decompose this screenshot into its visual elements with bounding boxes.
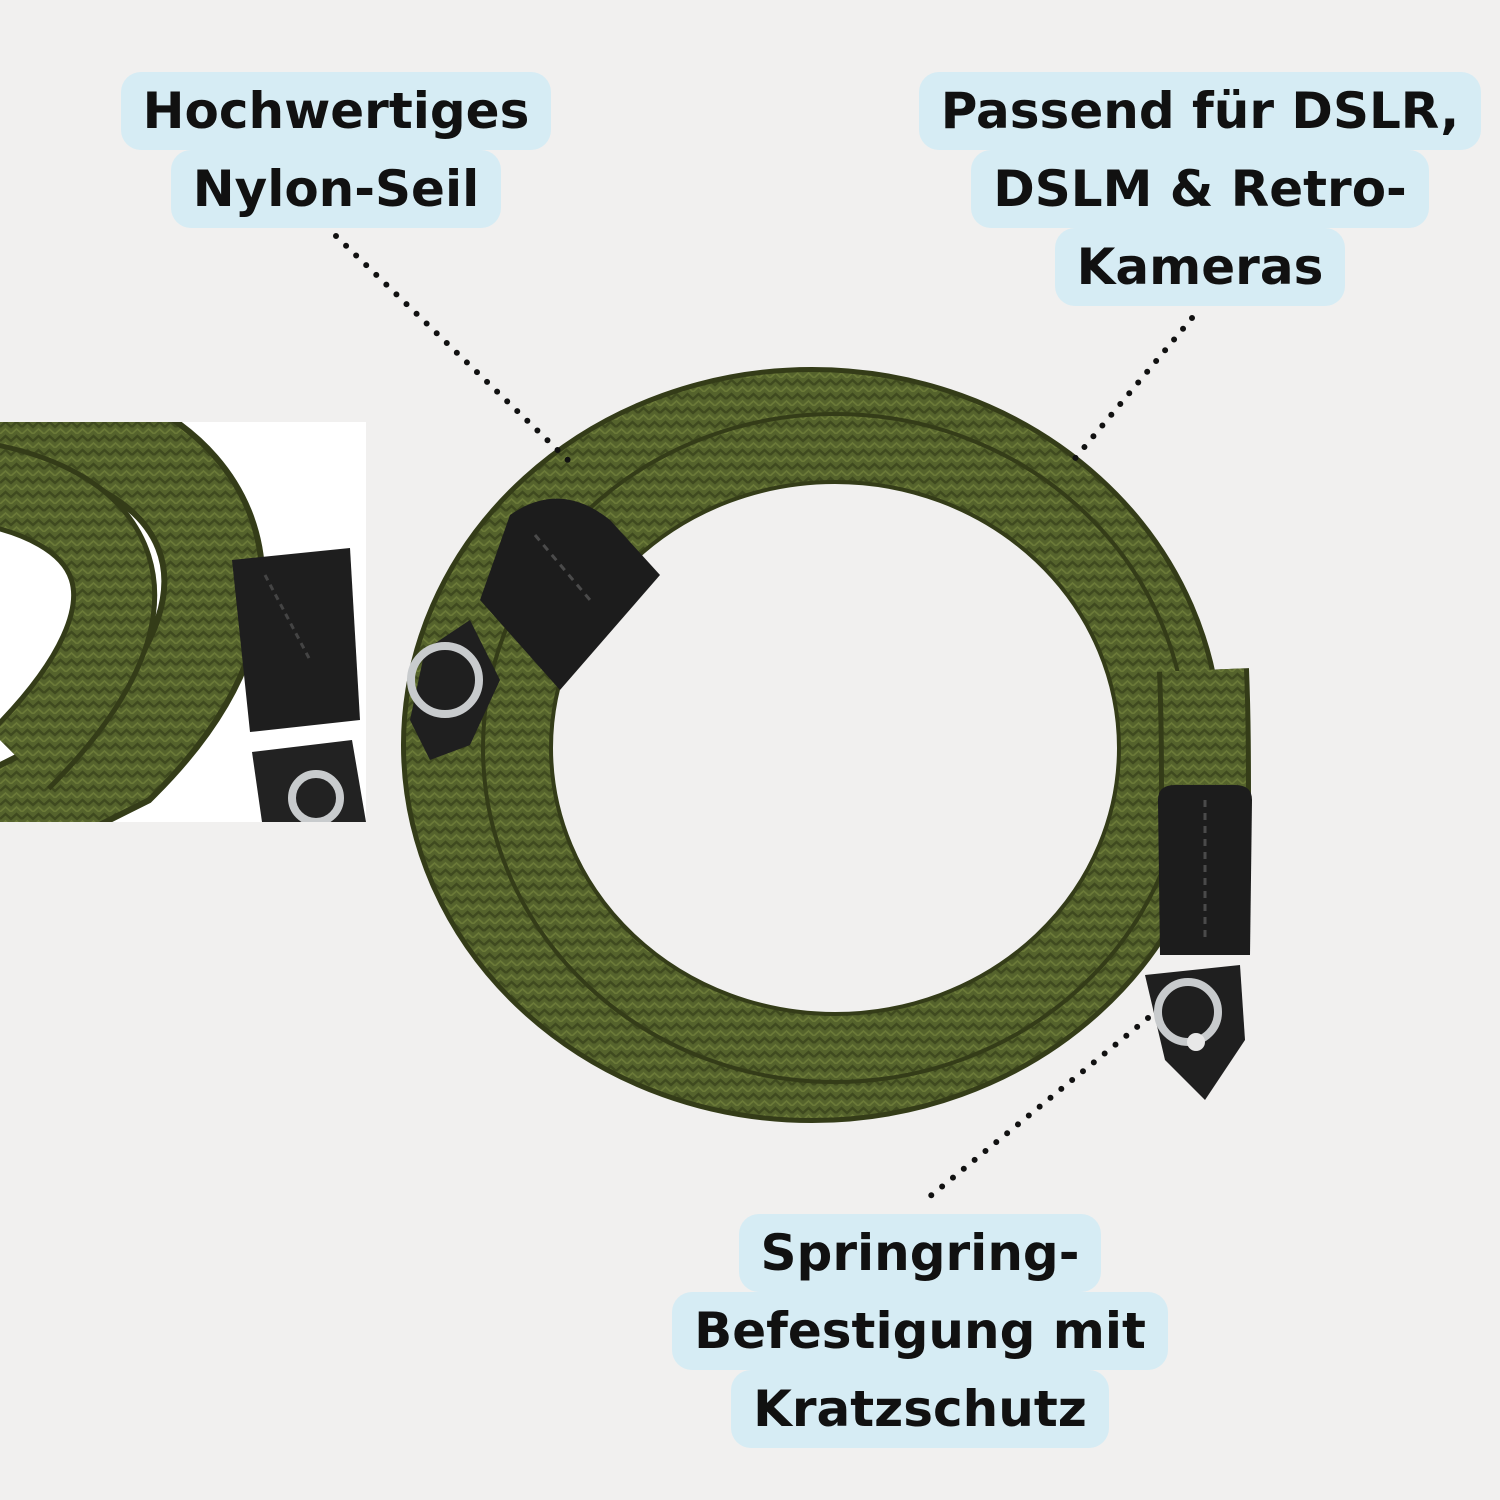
callout-ring-line-3: Kratzschutz: [640, 1370, 1200, 1448]
callout-ring-line-2: Befestigung mit: [640, 1292, 1200, 1370]
inset-detail-photo: [0, 422, 366, 822]
leather-end-right: [1145, 785, 1252, 1100]
callout-compat-line-1: Passend für DSLR,: [900, 72, 1500, 150]
callout-nylon-line-1: Hochwertiges: [26, 72, 646, 150]
callout-compat-line-3: Kameras: [900, 228, 1500, 306]
callout-nylon-line-2: Nylon-Seil: [26, 150, 646, 228]
callout-compat-line-2: DSLM & Retro-: [900, 150, 1500, 228]
callout-ring-line-1: Springring-: [640, 1214, 1200, 1292]
leader-lines: [333, 233, 1195, 1201]
leather-end-left: [407, 498, 660, 760]
